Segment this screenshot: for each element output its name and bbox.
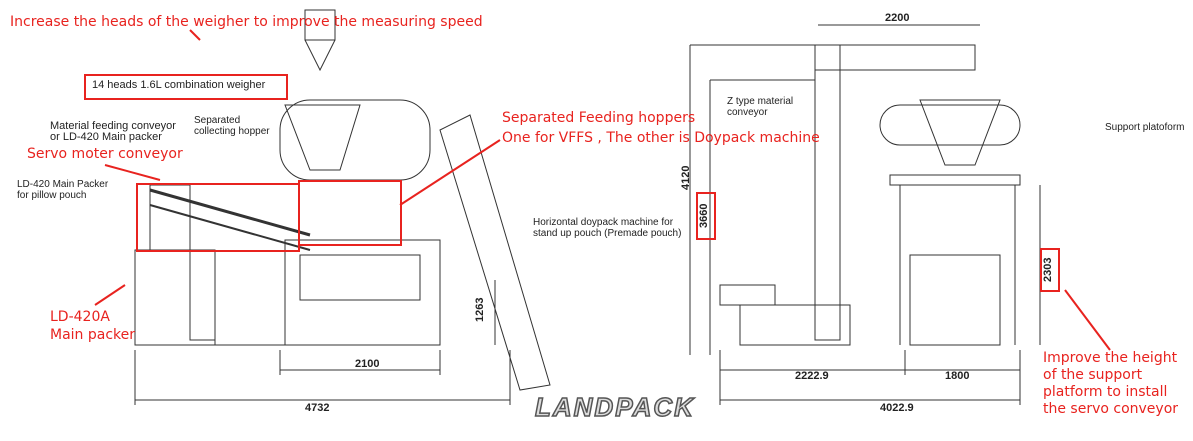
z-conveyor-label-1: Z type material — [727, 96, 794, 107]
hopper-highlight — [298, 180, 402, 246]
feeding-hoppers-label-2: One for VFFS , The other is Doypack mach… — [502, 130, 820, 146]
dim-2222-9: 2222.9 — [795, 370, 829, 382]
landpack-logo: LANDPACK — [534, 391, 695, 423]
servo-conveyor-highlight — [136, 183, 300, 252]
feeding-conveyor-label-1: Material feeding conveyor — [50, 120, 176, 132]
ld420a-label-1: LD-420A — [50, 309, 110, 325]
collecting-hopper-label-2: collecting hopper — [194, 126, 270, 137]
top-note: Increase the heads of the weigher to imp… — [10, 14, 483, 30]
dim-3660-highlight — [696, 192, 716, 240]
z-conveyor-label-2: conveyor — [727, 107, 768, 118]
dim-3660: 3660 — [698, 203, 710, 228]
improve-label-3: platform to install — [1043, 384, 1168, 400]
dim-1800: 1800 — [945, 370, 970, 382]
improve-label-1: Improve the height — [1043, 350, 1178, 366]
red-arrows — [94, 29, 1111, 351]
weigher-label: 14 heads 1.6L combination weigher — [92, 79, 266, 91]
pillow-packer-label-1: LD-420 Main Packer — [17, 179, 109, 190]
dim-2303: 2303 — [1042, 257, 1054, 282]
dim-2100: 2100 — [355, 358, 380, 370]
dim-4732: 4732 — [305, 402, 330, 414]
right-machine-drawing — [689, 24, 1041, 405]
dim-4022-9: 4022.9 — [880, 402, 914, 414]
improve-label-2: of the support — [1043, 367, 1143, 383]
left-machine-drawing — [134, 9, 551, 405]
feeding-hoppers-label-1: Separated Feeding hoppers — [502, 110, 696, 126]
weigher-highlight — [84, 74, 288, 100]
dim-4120: 4120 — [680, 165, 692, 190]
dim-2303-highlight — [1040, 248, 1060, 292]
dim-1263: 1263 — [474, 297, 486, 322]
doypack-label-2: stand up pouch (Premade pouch) — [533, 228, 682, 239]
ld420a-label-2: Main packer — [50, 327, 136, 343]
support-platform-label: Support platoform — [1105, 122, 1185, 133]
feeding-conveyor-label-2: or LD-420 Main packer — [50, 131, 162, 143]
improve-label-4: the servo conveyor — [1043, 401, 1179, 417]
dim-2200: 2200 — [885, 12, 910, 24]
collecting-hopper-label-1: Separated — [194, 115, 241, 126]
servo-label: Servo moter conveyor — [27, 146, 183, 162]
doypack-label-1: Horizontal doypack machine for — [533, 217, 674, 228]
pillow-packer-label-2: for pillow pouch — [17, 190, 87, 201]
